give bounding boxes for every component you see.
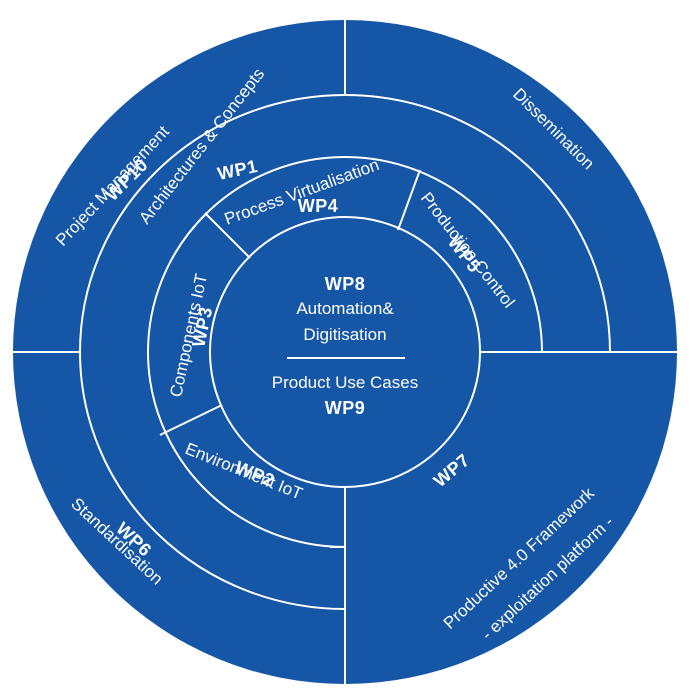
- center-top-line1: Automation&: [296, 299, 394, 318]
- divider-wp3-wp2: [159, 404, 223, 436]
- ring-2-arc: [344, 94, 611, 353]
- center-block: WP8 Automation& Digitisation Product Use…: [272, 274, 418, 418]
- ring-3-arc-left: [146, 156, 346, 548]
- center-top-wp: WP8: [325, 274, 366, 294]
- divider-wp4-wp3: [204, 212, 251, 259]
- ring-lines: [13, 20, 677, 684]
- center-bottom-line: Product Use Cases: [272, 373, 418, 392]
- outer-circle: [13, 20, 677, 684]
- center-top-line2: Digitisation: [303, 325, 386, 344]
- wp4-wp: WP4: [298, 196, 339, 216]
- ring-3-arc: [344, 156, 543, 353]
- divider-wp4-wp5: [397, 169, 421, 231]
- inner-circle: [209, 216, 481, 488]
- ring-2-arc-left: [78, 94, 346, 610]
- center-bottom-wp: WP9: [325, 398, 366, 418]
